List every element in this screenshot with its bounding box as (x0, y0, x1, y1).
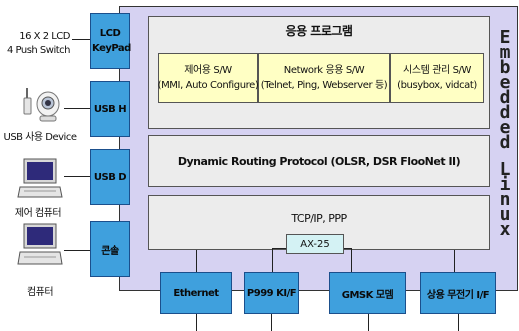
radio-output-line (458, 314, 459, 331)
lcd-keypad-label: LCD KeyPad (92, 26, 128, 56)
control-sw-title: 제어용 S/W (158, 63, 259, 78)
lcd-connector (72, 39, 90, 40)
side-title-char: d (500, 135, 511, 150)
connector-radio (454, 250, 455, 272)
control-computer-label: 제어 컴퓨터 (0, 204, 76, 219)
lcd-keypad-interface: LCD KeyPad (90, 13, 130, 69)
application-layer-title: 응용 프로그램 (148, 20, 490, 40)
connector-ax25-left (272, 248, 273, 272)
system-mgmt-sw-title: 시스템 관리 S/W (397, 63, 477, 78)
console-interface: 콘솔 (90, 221, 130, 277)
control-sw-detail: (MMI, Auto Configure) (158, 78, 259, 93)
p999k-output-line (271, 314, 272, 331)
usb-device-label: USB 사용 Device (0, 128, 80, 143)
network-app-sw-box: Network 응용 S/W(Telnet, Ping, Webserver 등… (258, 53, 390, 103)
console-connector (64, 250, 90, 251)
usb-device-interface: USB D (90, 149, 130, 205)
system-mgmt-sw-detail: (busybox, vidcat) (397, 78, 477, 93)
system-mgmt-sw-box: 시스템 관리 S/W(busybox, vidcat) (390, 53, 484, 103)
ethernet-output-line (196, 314, 197, 331)
tcpip-layer-title: TCP/IP, PPP (148, 210, 490, 226)
usb-device-connector (64, 176, 90, 177)
routing-protocol-layer: Dynamic Routing Protocol (OLSR, DSR Floo… (148, 135, 490, 187)
control-sw-box: 제어용 S/W(MMI, Auto Configure) (158, 53, 258, 103)
usb-camera-icon (18, 86, 66, 126)
network-app-sw-title: Network 응용 S/W (261, 63, 388, 78)
gmsk-output-line (368, 314, 369, 331)
network-app-sw-detail: (Telnet, Ping, Webserver 등) (261, 78, 388, 93)
commercial-radio-interface: 상용 무전기 I/F (420, 272, 496, 314)
connector-ax25-right (351, 248, 352, 272)
lcd-device-label-line2: 4 Push Switch (2, 44, 70, 58)
side-title-char: x (500, 222, 511, 237)
connector-ethernet (196, 250, 197, 272)
computer-icon (16, 222, 64, 268)
ethernet-interface: Ethernet (160, 272, 232, 314)
computer-label: 컴퓨터 (0, 283, 80, 298)
usb-host-interface: USB H (90, 81, 130, 137)
p999k-interface: P999 KI/F (244, 272, 299, 314)
control-computer-icon (16, 157, 64, 201)
ax25-box: AX-25 (286, 234, 344, 254)
gmsk-modem-interface: GMSK 모뎀 (329, 272, 406, 314)
lcd-device-label-line1: 16 X 2 LCD (2, 30, 70, 44)
lcd-device-label: 16 X 2 LCD 4 Push Switch (2, 30, 70, 58)
usb-host-connector (64, 108, 90, 109)
